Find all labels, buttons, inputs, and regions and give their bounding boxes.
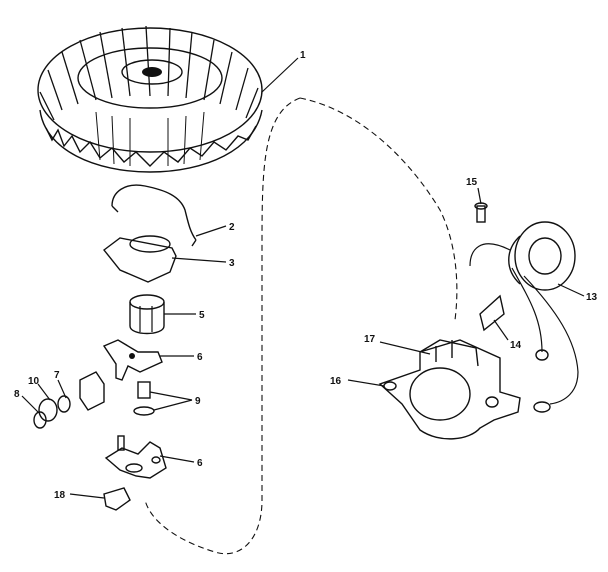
- stator-base: [378, 339, 521, 440]
- screw-and-washer: [133, 381, 155, 416]
- leader-lines: [21, 57, 585, 499]
- callout-5: 5: [199, 310, 205, 321]
- spring-clip: [111, 184, 197, 247]
- breaker-point-stack: [33, 371, 105, 429]
- callout-7: 7: [54, 370, 60, 381]
- flywheel: [37, 25, 263, 173]
- callout-14: 14: [510, 340, 522, 351]
- callout-13: 13: [586, 292, 598, 303]
- coil-clip: [479, 294, 505, 332]
- coil-screw: [474, 202, 488, 223]
- callout-6-lower: 6: [197, 458, 203, 469]
- callout-17: 17: [364, 334, 376, 345]
- cam-bushing: [129, 294, 165, 335]
- callout-6-upper: 6: [197, 352, 203, 363]
- callout-10: 10: [28, 376, 40, 387]
- ignition-coil: [469, 221, 579, 413]
- callout-8: 8: [14, 389, 20, 400]
- callout-2: 2: [229, 222, 235, 233]
- assembly-dashed-path: [144, 97, 301, 555]
- callout-16: 16: [330, 376, 342, 387]
- breaker-cover: [103, 235, 177, 283]
- breaker-arm: [102, 339, 163, 381]
- callout-9: 9: [195, 396, 201, 407]
- felt-wick: [103, 487, 131, 511]
- callout-18: 18: [54, 490, 66, 501]
- assembly-dashed-path-right: [299, 97, 458, 321]
- callout-3: 3: [229, 258, 235, 269]
- callout-1: 1: [300, 50, 306, 61]
- callout-15: 15: [466, 177, 478, 188]
- breaker-base-plate: [104, 435, 167, 479]
